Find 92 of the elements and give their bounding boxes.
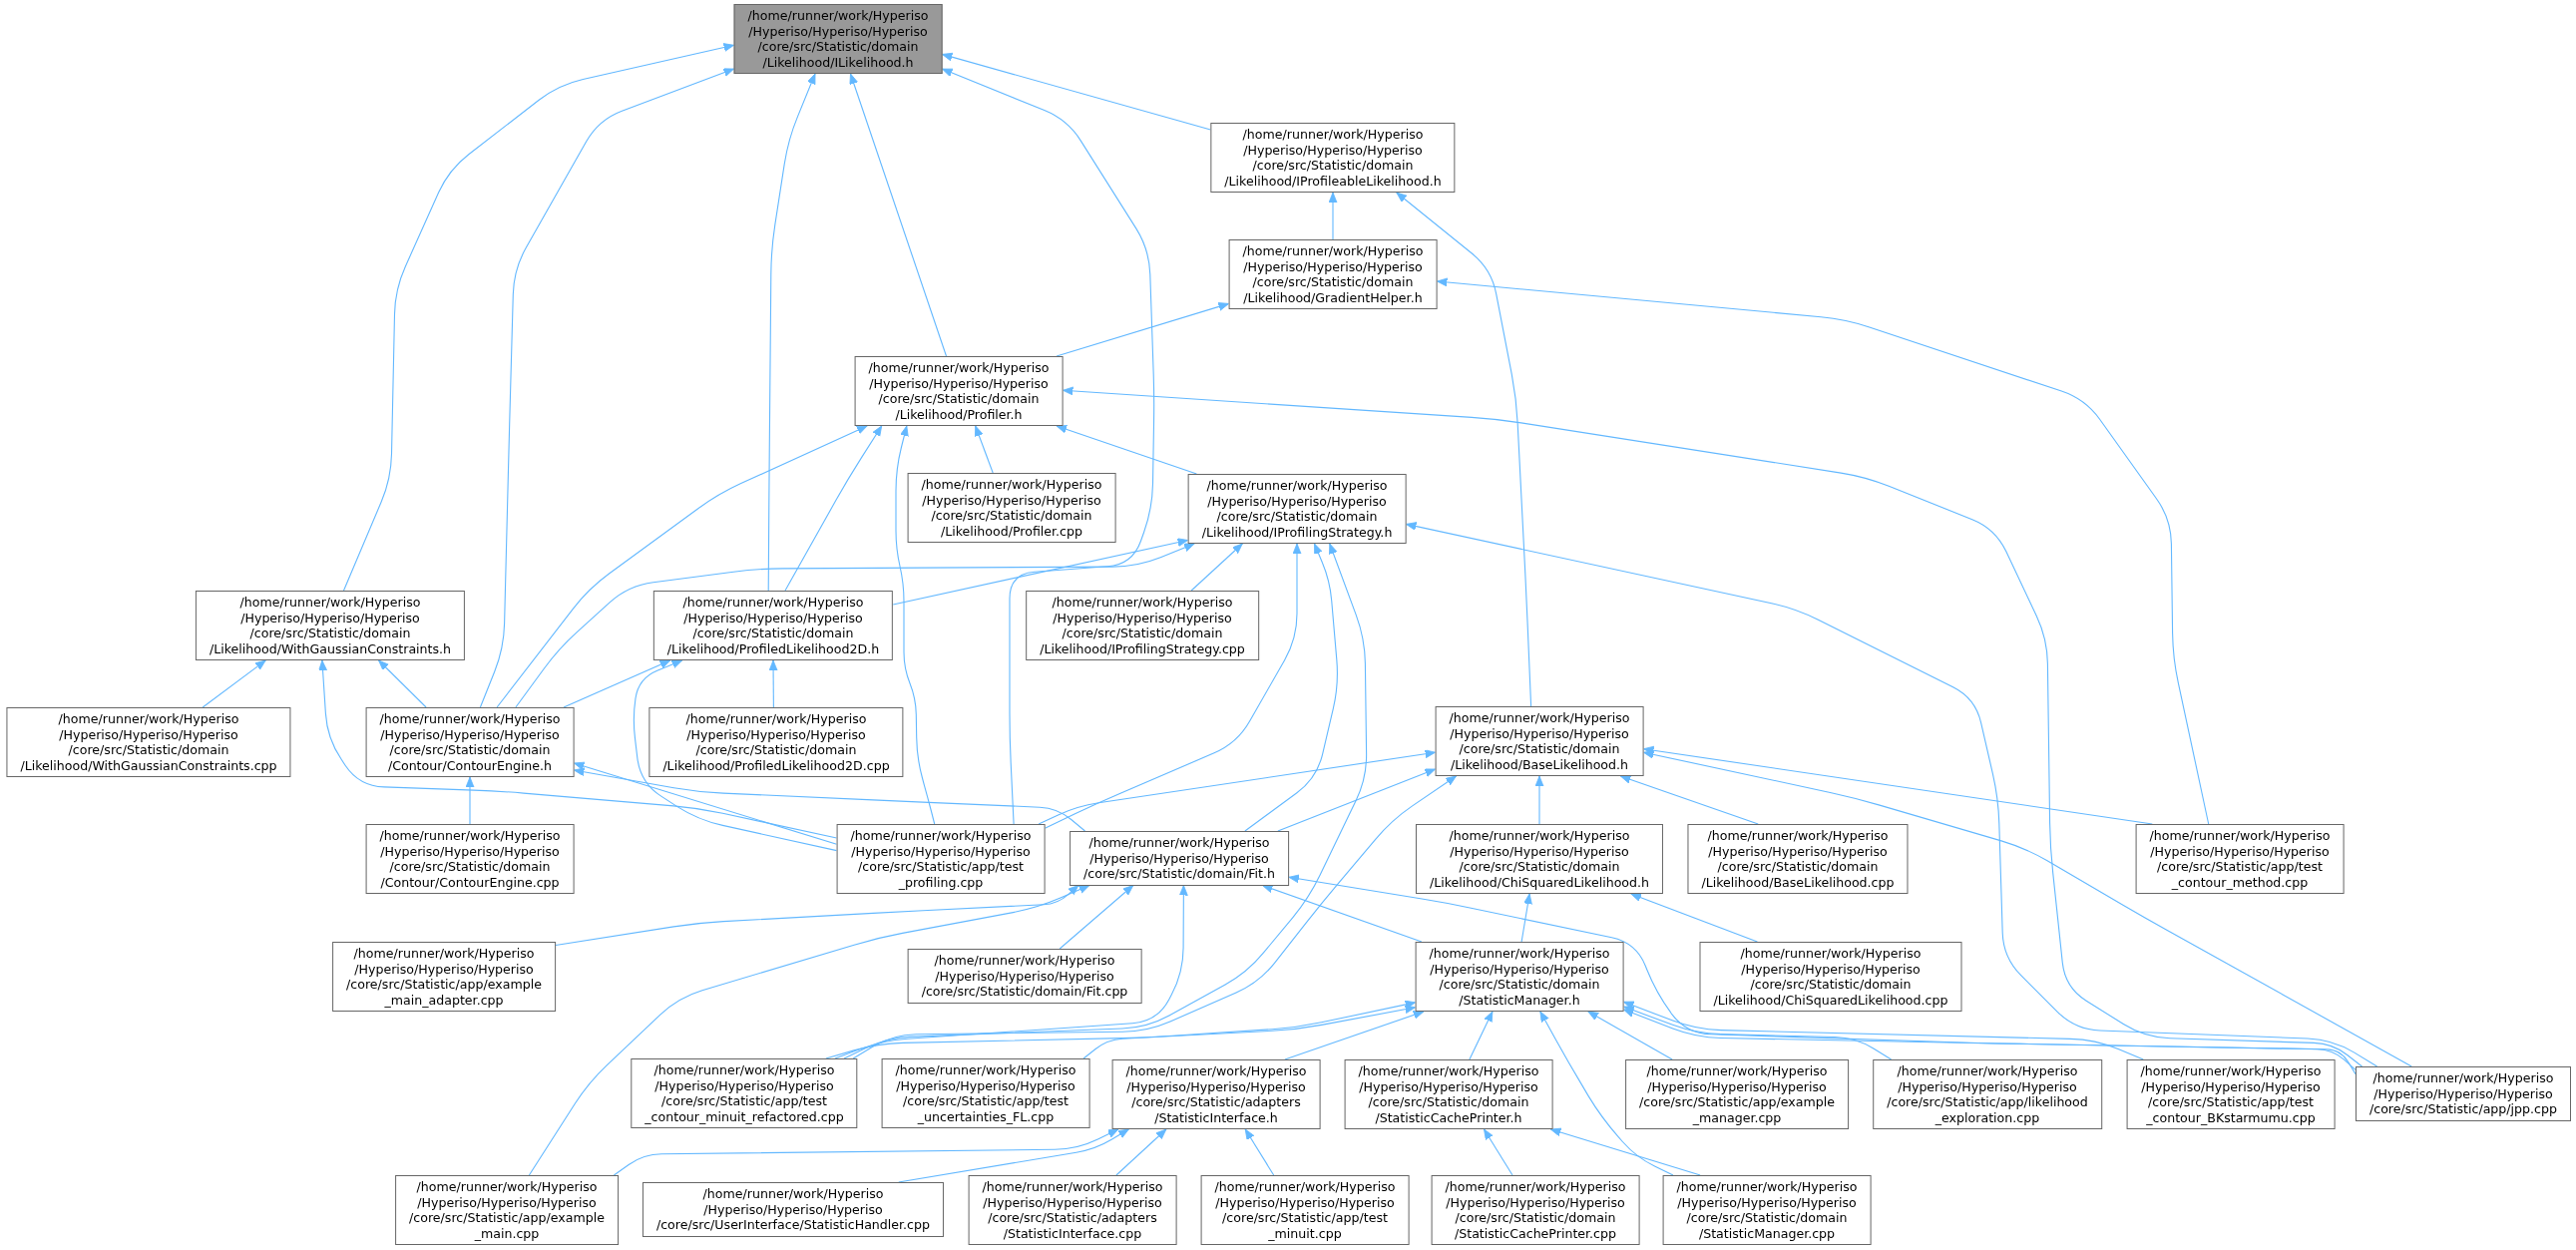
file-node: /home/runner/work/Hyperiso /Hyperiso/Hyperiso/Hyperiso /core/src/Statistic/domain /Likelihood/WithGaussianConstraints.cpp (6, 707, 291, 777)
file-node: /home/runner/work/Hyperiso /Hyperiso/Hyperiso/Hyperiso /core/src/Statistic/domain /Likelihood/IProfileableLikelihood.h (1210, 123, 1456, 193)
arrow (941, 68, 1155, 825)
arrow (563, 659, 671, 708)
arrow (1483, 1128, 1513, 1176)
file-node: /home/runner/work/Hyperiso /Hyperiso/Hyperiso/Hyperiso /core/src/Statistic/app/likelihood _exploration.cpp (1873, 1059, 2102, 1129)
arrow (1328, 192, 1338, 240)
arrow (1630, 893, 1758, 943)
arrow (1619, 775, 1759, 825)
arrow (975, 425, 994, 474)
arrow (784, 425, 883, 592)
arrow (852, 775, 1458, 1059)
arrow (1056, 425, 1197, 475)
file-node: /home/runner/work/Hyperiso /Hyperiso/Hyperiso/Hyperiso /core/src/Statistic/domain /Contour/ContourEngine.h (365, 707, 575, 777)
file-node: /home/runner/work/Hyperiso /Hyperiso/Hyperiso/Hyperiso /core/src/Statistic/domain /StatisticCachePrinter.cpp (1431, 1175, 1640, 1245)
file-node: /home/runner/work/Hyperiso /Hyperiso/Hyperiso/Hyperiso /core/src/Statistic/app/jpp.cpp (2356, 1066, 2571, 1121)
file-node: /home/runner/work/Hyperiso /Hyperiso/Hyperiso/Hyperiso /core/src/Statistic/domain /StatisticManager.cpp (1662, 1175, 1872, 1245)
arrow (1288, 874, 2357, 1070)
arrow (1277, 768, 1437, 832)
file-node: /home/runner/work/Hyperiso /Hyperiso/Hyperiso/Hyperiso /core/src/Statistic/app/example _manager.cpp (1625, 1059, 1849, 1129)
file-node: /home/runner/work/Hyperiso /Hyperiso/Hyperiso/Hyperiso /core/src/Statistic/domain /Likelihood/ProfiledLikelihood2D.h (652, 591, 894, 660)
arrow (834, 884, 1188, 1059)
arrow (1539, 1011, 1674, 1176)
file-node: /home/runner/work/Hyperiso /Hyperiso/Hyperiso/Hyperiso /core/src/Statistic/domain /Contour/ContourEngine.cpp (365, 824, 575, 894)
arrow (1622, 1006, 1893, 1060)
file-node: /home/runner/work/Hyperiso /Hyperiso/Hyperiso/Hyperiso /core/src/Statistic/app/test _minuit.cpp (1200, 1175, 1410, 1245)
arrow (1587, 1011, 1673, 1060)
arrow (342, 43, 735, 592)
arrow (1244, 1128, 1275, 1176)
file-node: /home/runner/work/Hyperiso /Hyperiso/Hyperiso/Hyperiso /core/src/Statistic/domain /Likelihood/BaseLikelihood.cpp (1687, 824, 1909, 894)
file-node: /home/runner/work/Hyperiso /Hyperiso/Hyperiso/Hyperiso /core/src/Statistic/domain/Fit.cpp (907, 949, 1142, 1004)
arrow (1062, 386, 2363, 1067)
arrow (1059, 884, 1134, 950)
file-node: /home/runner/work/Hyperiso /Hyperiso/Hyperiso/Hyperiso /core/src/Statistic/app/test _uncertainties_FL.cpp (881, 1058, 1090, 1128)
file-node: /home/runner/work/Hyperiso /Hyperiso/Hyperiso/Hyperiso /core/src/Statistic/domain /Likelihood/IProfilingStrategy.cpp (1026, 591, 1259, 660)
file-node: /home/runner/work/Hyperiso /Hyperiso/Hyperiso/Hyperiso /core/src/Statistic/app/test _profiling.cpp (836, 824, 1046, 894)
file-node: /home/runner/work/Hyperiso /Hyperiso/Hyperiso/Hyperiso /core/src/Statistic/app/example _main_adapter.cpp (332, 942, 556, 1012)
file-node: /home/runner/work/Hyperiso /Hyperiso/Hyperiso/Hyperiso /core/src/Statistic/app/test _contour_minuit_refactored.cpp (631, 1058, 858, 1128)
arrow (496, 425, 868, 708)
arrow (378, 659, 427, 708)
arrow (202, 659, 266, 708)
arrow (528, 884, 1090, 1176)
file-node: /home/runner/work/Hyperiso /Hyperiso/Hyperiso/Hyperiso /core/src/Statistic/app/test _contour_method.cpp (2135, 824, 2345, 894)
file-node: /home/runner/work/Hyperiso /Hyperiso/Hyperiso/Hyperiso /core/src/Statistic/domain /Likelihood/Profiler.h (854, 356, 1064, 426)
arrow (1549, 1127, 1701, 1176)
arrow (318, 659, 838, 839)
arrow (1244, 543, 1338, 832)
arrow (555, 884, 1079, 947)
arrow (1115, 1128, 1167, 1176)
arrow (1469, 1011, 1494, 1060)
file-node: /home/runner/work/Hyperiso /Hyperiso/Hyperiso/Hyperiso /core/src/UserInterface/StatisticHandler.cpp (642, 1182, 945, 1237)
arrow (1190, 543, 1243, 592)
file-node: /home/runner/work/Hyperiso /Hyperiso/Hyperiso/Hyperiso /core/src/Statistic/domain /Likelihood/ChiSquaredLikelihood.h (1415, 824, 1664, 894)
arrow (1082, 1005, 1417, 1059)
arrow (1520, 893, 1532, 943)
arrow (825, 1000, 1417, 1059)
arrow (613, 1128, 1119, 1176)
file-node: /home/runner/work/Hyperiso /Hyperiso/Hyperiso/Hyperiso /core/src/Statistic/domain /Likelihood/IProfilingStrategy.h (1187, 474, 1407, 544)
arrow (1056, 302, 1230, 357)
file-node: /home/runner/work/Hyperiso /Hyperiso/Hyperiso/Hyperiso /core/src/Statistic/domain /Likelihood/ChiSquaredLikelihood.cpp (1699, 942, 1962, 1012)
arrow (941, 52, 1211, 131)
file-node: /home/runner/work/Hyperiso /Hyperiso/Hyperiso/Hyperiso /core/src/Statistic/domain /StatisticCachePrinter.h (1344, 1059, 1553, 1129)
file-node: /home/runner/work/Hyperiso /Hyperiso/Hyperiso/Hyperiso /core/src/Statistic/domain /Likelihood/GradientHelper.h (1228, 239, 1438, 309)
arrow (1622, 1009, 2357, 1075)
file-node: /home/runner/work/Hyperiso /Hyperiso/Hyperiso/Hyperiso /core/src/Statistic/domain /StatisticManager.h (1415, 942, 1624, 1012)
arrow (515, 543, 1195, 708)
arrow (1396, 192, 1532, 707)
arrow (1622, 1001, 2144, 1060)
arrow (1038, 749, 1437, 825)
arrow (768, 659, 778, 708)
arrow (1642, 750, 2412, 1067)
file-node: /home/runner/work/Hyperiso /Hyperiso/Hyperiso/Hyperiso /core/src/Statistic/domain /Likelihood/Profiler.cpp (907, 473, 1116, 543)
arrow (479, 68, 735, 708)
file-node: /home/runner/work/Hyperiso /Hyperiso/Hyperiso/Hyperiso /core/src/Statistic/domain /Likelihood/WithGaussianConstraints.h (195, 591, 466, 660)
file-node: /home/runner/work/Hyperiso /Hyperiso/Hyperiso/Hyperiso /core/src/Statistic/domain /Likelihood/ProfiledLikelihood2D.cpp (648, 707, 904, 777)
file-node: /home/runner/work/Hyperiso /Hyperiso/Hyperiso/Hyperiso /core/src/Statistic/app/example _main.cpp (395, 1175, 619, 1245)
arrow (843, 543, 1368, 1059)
file-node: /home/runner/work/Hyperiso /Hyperiso/Hyperiso/Hyperiso /core/src/Statistic/app/test _contour_BKstarmumu.cpp (2126, 1059, 2336, 1129)
arrow (573, 761, 838, 845)
file-node: /home/runner/work/Hyperiso /Hyperiso/Hyperiso/Hyperiso /core/src/Statistic/domain /Likelihood/ILikelihood.h (733, 4, 943, 74)
arrow (849, 73, 948, 357)
arrow (1436, 277, 2210, 825)
file-node: /home/runner/work/Hyperiso /Hyperiso/Hyperiso/Hyperiso /core/src/Statistic/adapters /StatisticInterface.cpp (968, 1175, 1177, 1245)
arrow (1284, 1011, 1425, 1060)
file-node: /home/runner/work/Hyperiso /Hyperiso/Hyperiso/Hyperiso /core/src/Statistic/domain/Fit.h (1070, 831, 1289, 886)
arrow (465, 776, 475, 825)
arrow (633, 659, 838, 852)
file-node: /home/runner/work/Hyperiso /Hyperiso/Hyperiso/Hyperiso /core/src/Statistic/adapters /StatisticInterface.h (1111, 1059, 1321, 1129)
file-node: /home/runner/work/Hyperiso /Hyperiso/Hyperiso/Hyperiso /core/src/Statistic/domain /Likelihood/BaseLikelihood.h (1435, 706, 1644, 776)
arrow (895, 425, 936, 825)
arrow (573, 767, 1086, 832)
arrow (767, 73, 816, 592)
